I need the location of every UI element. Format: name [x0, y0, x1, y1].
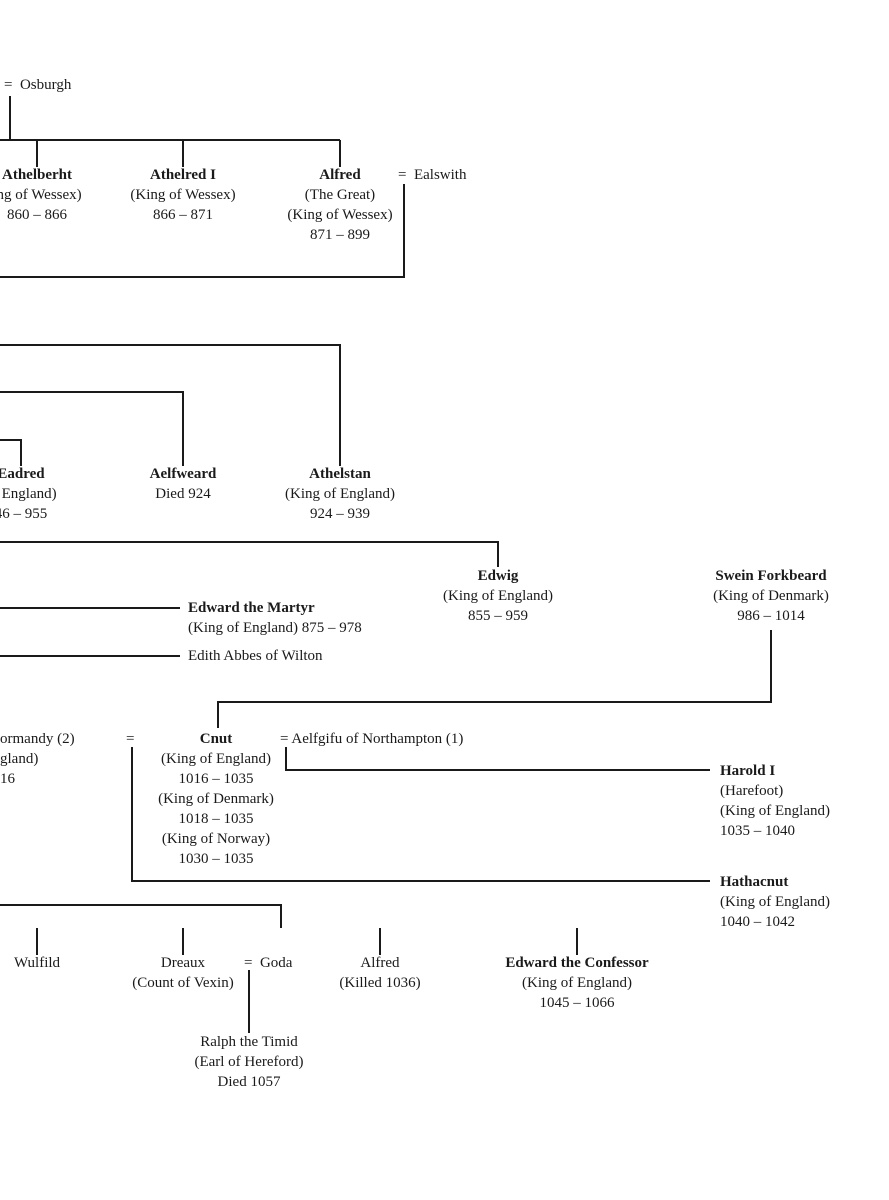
person-title: (King of England) — [720, 894, 830, 910]
person-swein-forkbeard: Swein Forkbeard (King of Denmark) 986 – … — [713, 566, 829, 626]
spouse-mark: = — [398, 167, 407, 183]
person-name: Cnut — [199, 731, 233, 747]
person-name: Wulfild — [13, 955, 61, 971]
person-name: Ralph the Timid — [200, 1034, 298, 1050]
person-title: (Count of Vexin) — [132, 975, 234, 991]
line-emma-children — [0, 904, 578, 955]
person-aelfweard: Aelfweard Died 924 — [150, 464, 217, 504]
person-name: Swein Forkbeard — [715, 568, 827, 584]
person-name: Ealswith — [413, 167, 467, 183]
spouse-mark: = — [244, 955, 253, 971]
person-name: Edward the Martyr — [188, 600, 315, 616]
person-eadred: Eadred of England) 46 – 955 — [0, 464, 57, 524]
person-dates-denmark: 1018 – 1035 — [178, 811, 254, 827]
person-name: Edward the Confessor — [505, 955, 649, 971]
person-note: Died 924 — [155, 486, 211, 502]
person-name: Athelberht — [2, 167, 72, 183]
person-note: (Killed 1036) — [339, 975, 421, 991]
person-title: (King of England) 875 – 978 — [188, 620, 362, 636]
person-dates: 1040 – 1042 — [720, 914, 795, 930]
person-line-3: 16 — [0, 771, 15, 787]
person-title: (King of England) — [522, 975, 632, 991]
line-alfred-ealswith-descent — [0, 184, 405, 278]
person-dates: 860 – 866 — [7, 207, 67, 223]
person-dates: 986 – 1014 — [737, 608, 805, 624]
line-harold — [285, 747, 710, 771]
person-title: (King of Wessex) — [287, 207, 393, 223]
person-title: (King of England) — [720, 803, 830, 819]
person-athelstan: Athelstan (King of England) 924 – 939 — [285, 464, 395, 524]
person-goda: = Goda — [244, 953, 292, 973]
person-alfred-atheling: Alfred (Killed 1036) — [339, 953, 420, 993]
line-eadred — [0, 439, 22, 466]
line-swein-cnut — [217, 630, 772, 728]
person-title: ing of Wessex) — [0, 187, 82, 203]
person-edith: Edith Abbes of Wilton — [188, 646, 323, 666]
person-title: (King of Wessex) — [130, 187, 236, 203]
person-cnut: Cnut (King of England) 1016 – 1035 (King… — [158, 729, 274, 869]
person-note: Died 1057 — [217, 1074, 281, 1090]
person-name: Alfred — [319, 167, 361, 183]
person-name: Aelfweard — [149, 466, 217, 482]
person-reign-norway: (King of Norway) — [161, 831, 271, 847]
person-name: Dreaux — [160, 955, 206, 971]
person-name: Eadred — [0, 466, 45, 482]
person-name: Edith Abbes of Wilton — [188, 648, 323, 664]
person-osburgh: = Osburgh — [4, 75, 71, 95]
person-line-2: gland) — [0, 751, 39, 767]
person-title: (Earl of Hereford) — [194, 1054, 304, 1070]
person-reign-denmark: (King of Denmark) — [158, 791, 274, 807]
person-name: Hathacnut — [720, 874, 789, 890]
person-name: Edwig — [477, 568, 519, 584]
person-ealswith: = Ealswith — [398, 165, 466, 185]
person-title: (King of Denmark) — [713, 588, 829, 604]
person-dates: 855 – 959 — [467, 608, 528, 624]
person-title: (King of England) — [285, 486, 395, 502]
person-athelberht: Athelberht ing of Wessex) 860 – 866 — [0, 165, 82, 225]
person-edward-the-martyr: Edward the Martyr (King of England) 875 … — [188, 598, 362, 638]
person-dates: 46 – 955 — [0, 506, 48, 522]
person-title: (King of England) — [443, 588, 553, 604]
person-dates: 1045 – 1066 — [539, 995, 615, 1011]
person-alfred: Alfred (The Great) (King of Wessex) 871 … — [287, 165, 392, 245]
person-hathacnut: Hathacnut (King of England) 1040 – 1042 — [720, 872, 830, 932]
person-dates-england: 1016 – 1035 — [178, 771, 254, 787]
person-dates: 866 – 871 — [152, 207, 213, 223]
person-title: of England) — [0, 486, 57, 502]
person-edwig: Edwig (King of England) 855 – 959 — [443, 566, 553, 626]
person-harold-i: Harold I (Harefoot) (King of England) 10… — [720, 761, 830, 841]
person-dates-norway: 1030 – 1035 — [178, 851, 254, 867]
spouse-mark: = — [4, 77, 13, 93]
person-name: Athelred I — [150, 167, 216, 183]
spouse-mark-emma-cnut: = — [126, 731, 135, 747]
line-aelfweard — [0, 391, 184, 466]
person-wulfild: Wulfild — [14, 953, 60, 973]
person-ralph-the-timid: Ralph the Timid (Earl of Hereford) Died … — [194, 1032, 303, 1092]
person-epithet: (The Great) — [304, 187, 376, 203]
line-hathacnut — [131, 747, 710, 882]
person-name: Harold I — [720, 763, 776, 779]
person-aelfgifu: = Aelfgifu of Northampton (1) — [280, 731, 464, 747]
line-edwig — [0, 541, 499, 567]
person-epithet: (Harefoot) — [720, 783, 784, 799]
person-dreaux: Dreaux (Count of Vexin) — [132, 953, 233, 993]
person-name: Alfred — [360, 955, 400, 971]
line-athelstan — [0, 344, 341, 466]
person-line-1: ormandy (2) — [0, 731, 75, 747]
person-name: Osburgh — [19, 77, 72, 93]
person-edward-the-confessor: Edward the Confessor (King of England) 1… — [505, 953, 648, 1013]
person-athelred-i: Athelred I (King of Wessex) 866 – 871 — [130, 165, 235, 225]
person-dates: 924 – 939 — [309, 506, 370, 522]
person-name: Athelstan — [309, 466, 371, 482]
person-name: Goda — [259, 955, 293, 971]
person-dates: 1035 – 1040 — [720, 823, 795, 839]
person-dates: 871 – 899 — [309, 227, 370, 243]
line-wessex-siblings — [0, 139, 341, 167]
person-emma-partial: ormandy (2) gland) 16 — [0, 729, 75, 789]
person-reign-england: (King of England) — [161, 751, 271, 767]
